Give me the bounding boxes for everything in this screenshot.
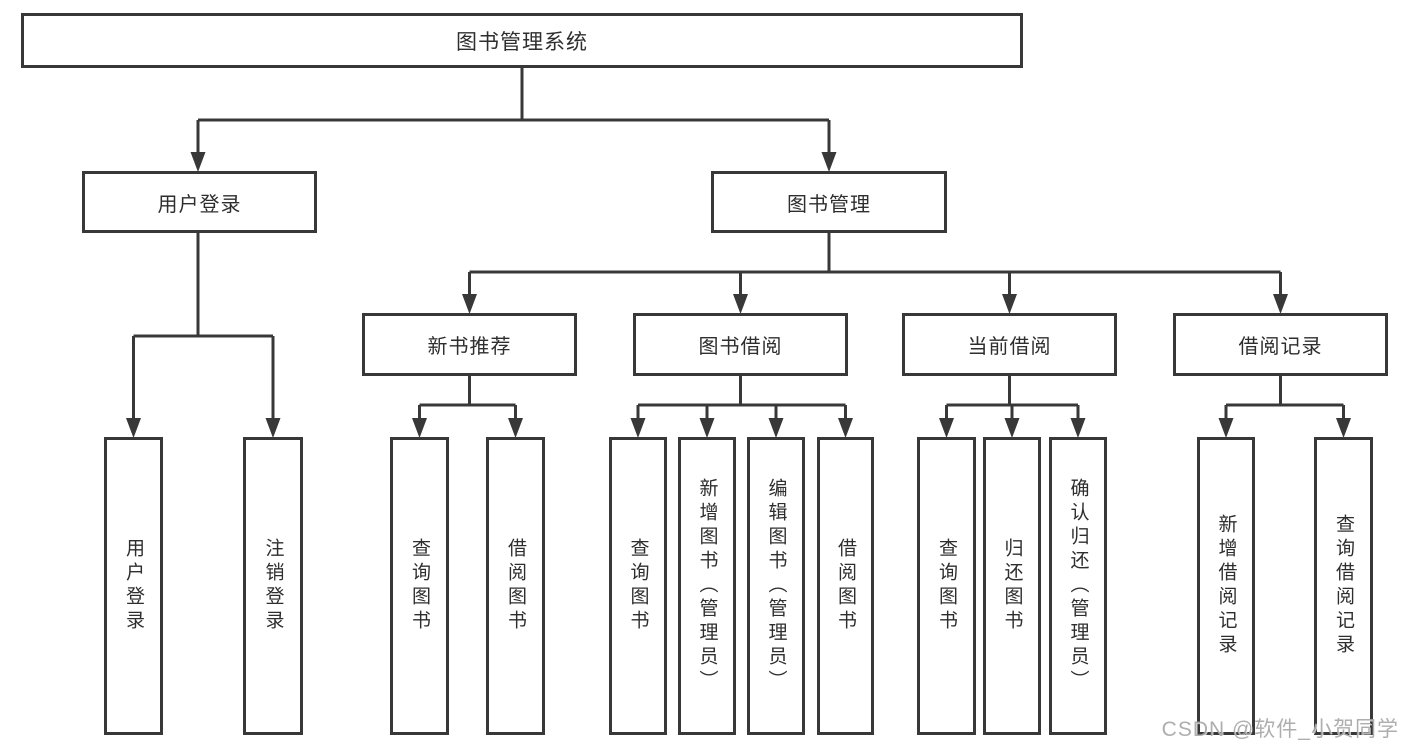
leaf-label: 查询图书 xyxy=(627,538,649,634)
leaf-label: 新增借阅记录 xyxy=(1215,514,1237,658)
leaf-label: 查询图书 xyxy=(409,538,430,634)
leaf-add-books-admin: 新增图书（管理员） xyxy=(678,437,736,735)
node-label: 借阅记录 xyxy=(1238,336,1323,358)
node-user-login-group: 用户登录 xyxy=(82,171,317,233)
leaf-label: 借阅图书 xyxy=(505,538,526,634)
node-borrow-records: 借阅记录 xyxy=(1173,313,1388,376)
node-label: 用户登录 xyxy=(157,193,242,216)
node-label: 图书管理 xyxy=(787,193,871,216)
leaf-borrow-books-recommend: 借阅图书 xyxy=(486,437,545,735)
node-new-book-recommend: 新书推荐 xyxy=(362,313,577,376)
leaf-query-books-current: 查询图书 xyxy=(917,437,976,735)
node-label: 图书借阅 xyxy=(698,336,783,358)
leaf-label: 用户登录 xyxy=(123,538,144,634)
node-label: 新书推荐 xyxy=(427,336,512,358)
leaf-query-books-recommend: 查询图书 xyxy=(390,437,449,735)
leaf-add-borrow-record: 新增借阅记录 xyxy=(1197,437,1255,735)
node-current-borrow: 当前借阅 xyxy=(902,313,1117,376)
leaf-label: 新增图书（管理员） xyxy=(696,478,718,694)
csdn-watermark: CSDN @软件_小贺同学 xyxy=(1161,718,1399,741)
leaf-label: 编辑图书（管理员） xyxy=(765,478,787,694)
leaf-query-books-borrow: 查询图书 xyxy=(609,437,667,735)
leaf-label: 归还图书 xyxy=(1001,538,1023,634)
leaf-label: 确认归还（管理员） xyxy=(1067,478,1089,694)
leaf-edit-books-admin: 编辑图书（管理员） xyxy=(747,437,805,735)
leaf-borrow-books: 借阅图书 xyxy=(817,437,874,735)
leaf-label: 查询借阅记录 xyxy=(1333,514,1354,658)
leaf-return-books: 归还图书 xyxy=(983,437,1041,735)
leaf-query-borrow-record: 查询借阅记录 xyxy=(1314,437,1373,735)
node-label: 当前借阅 xyxy=(967,336,1052,358)
node-book-management-system: 图书管理系统 xyxy=(21,13,1023,68)
node-book-borrow: 图书借阅 xyxy=(633,313,848,376)
leaf-user-login: 用户登录 xyxy=(104,437,163,735)
leaf-label: 借阅图书 xyxy=(835,538,856,634)
leaf-label: 查询图书 xyxy=(936,538,957,634)
leaf-confirm-return-admin: 确认归还（管理员） xyxy=(1049,437,1107,735)
leaf-label: 注销登录 xyxy=(262,538,284,634)
leaf-logout: 注销登录 xyxy=(243,437,303,735)
node-book-management-group: 图书管理 xyxy=(711,171,947,233)
node-label: 图书管理系统 xyxy=(456,30,588,54)
